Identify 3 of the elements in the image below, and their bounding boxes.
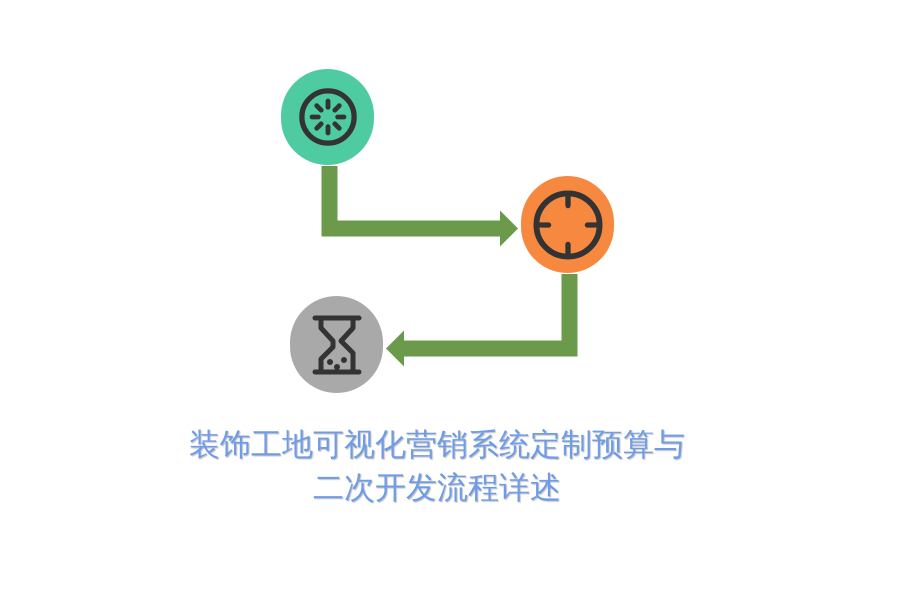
bent-arrow	[386, 274, 578, 366]
bent-arrow	[322, 166, 518, 246]
title: 装饰工地可视化营销系统定制预算与二次开发流程详述	[188, 426, 686, 508]
